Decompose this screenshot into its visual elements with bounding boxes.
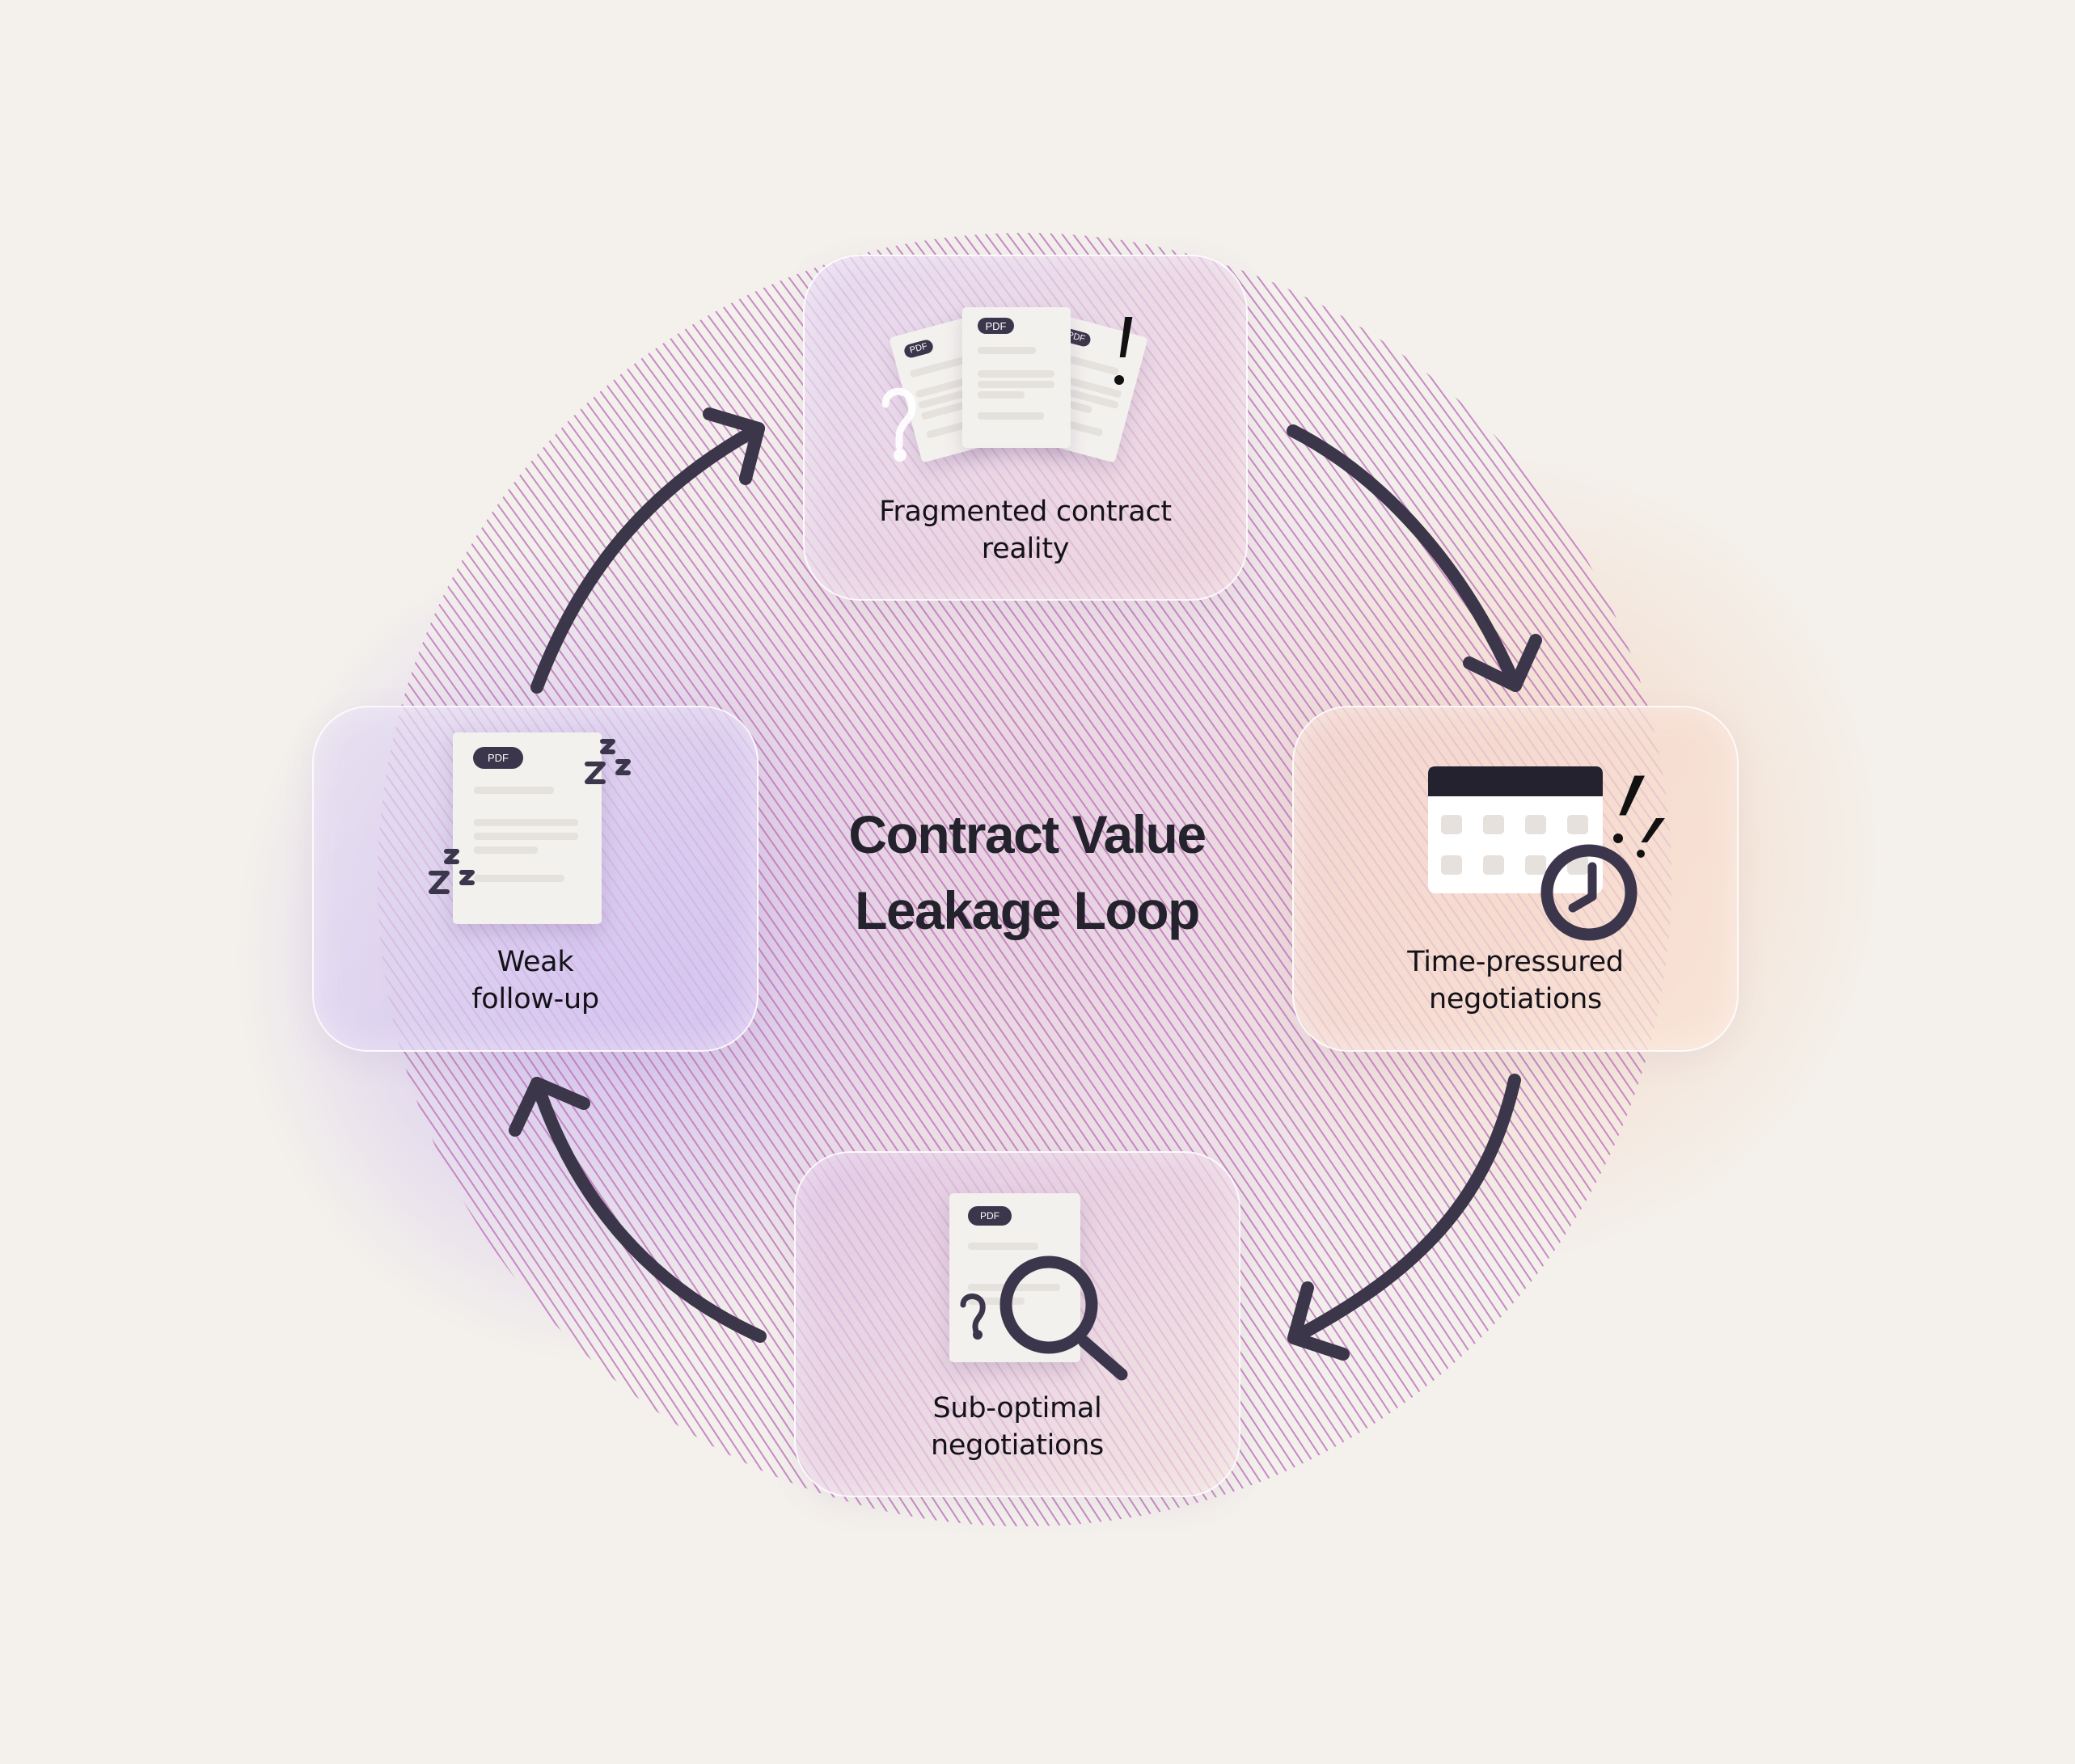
pdf-badge: PDF (978, 318, 1014, 334)
diagram-title: Contract Value Leakage Loop (848, 804, 1207, 940)
pdf-badge: PDF (473, 747, 523, 769)
node-label-fragmented-contract-reality: Fragmented contract reality (879, 496, 1172, 565)
pdf-badge: PDF (968, 1206, 1012, 1226)
node-label-sub-optimal-negotiations: Sub-optimal negotiations (931, 1392, 1104, 1462)
node-label-weak-follow-up: Weak follow-up (471, 946, 599, 1015)
node-label-time-pressured-negotiations: Time-pressured negotiations (1407, 946, 1624, 1015)
pdf-badge: PDF (902, 338, 935, 360)
